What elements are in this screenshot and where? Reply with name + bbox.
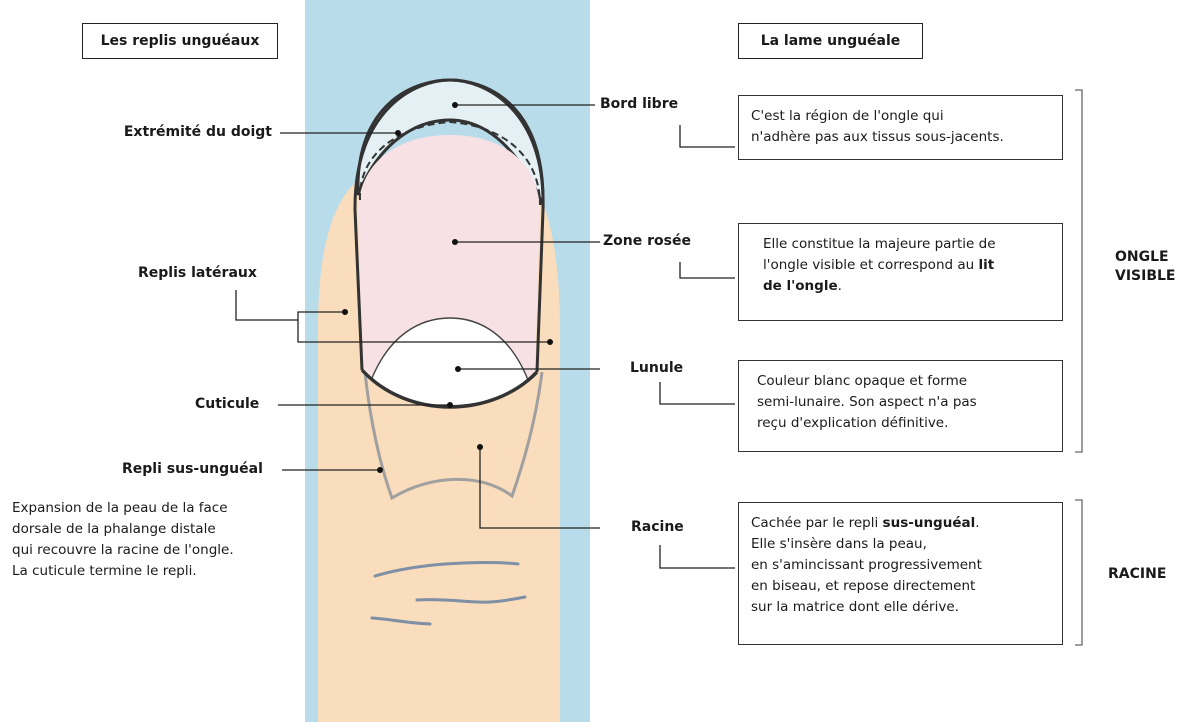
repli-description-line: qui recouvre la racine de l'ongle. bbox=[12, 540, 292, 561]
info-text: reçu d'explication définitive. bbox=[757, 415, 948, 431]
info-box-zone-rosee: Elle constitue la majeure partie de l'ong… bbox=[738, 223, 1063, 321]
section-racine: RACINE bbox=[1108, 565, 1166, 584]
label-cuticule: Cuticule bbox=[195, 396, 259, 412]
label-zone-rosee: Zone rosée bbox=[603, 233, 691, 249]
info-line: Elle constitue la majeure partie de bbox=[763, 234, 1050, 255]
label-repli-sus-ungueal: Repli sus-unguéal bbox=[122, 461, 263, 477]
section-brackets bbox=[1075, 90, 1082, 645]
info-line: en s'amincissant progressivement bbox=[751, 555, 1050, 576]
info-text: Elle s'insère dans la peau, bbox=[751, 536, 927, 552]
header-les-replis: Les replis unguéaux bbox=[82, 23, 278, 59]
info-text: Cachée par le repli bbox=[751, 515, 883, 531]
info-bold-text: sus-unguéal bbox=[883, 515, 976, 531]
label-lunule: Lunule bbox=[630, 360, 683, 376]
info-line: de l'ongle. bbox=[763, 276, 1050, 297]
info-text: n'adhère pas aux tissus sous-jacents. bbox=[751, 129, 1004, 145]
info-line: l'ongle visible et correspond au lit bbox=[763, 255, 1050, 276]
info-line: semi-lunaire. Son aspect n'a pas bbox=[757, 392, 1050, 413]
header-les-replis-text: Les replis unguéaux bbox=[101, 33, 260, 49]
repli-description: Expansion de la peau de la face dorsale … bbox=[12, 498, 292, 582]
info-line: en biseau, et repose directement bbox=[751, 576, 1050, 597]
info-text: Elle constitue la majeure partie de bbox=[763, 236, 996, 252]
info-box-racine: Cachée par le repli sus-unguéal. Elle s'i… bbox=[738, 502, 1063, 645]
label-bord-libre: Bord libre bbox=[600, 96, 678, 112]
info-box-lunule: Couleur blanc opaque et forme semi-lunair… bbox=[738, 360, 1063, 452]
info-line: n'adhère pas aux tissus sous-jacents. bbox=[751, 127, 1050, 148]
info-line: C'est la région de l'ongle qui bbox=[751, 106, 1050, 127]
section-ongle-visible: ONGLE VISIBLE bbox=[1115, 248, 1181, 286]
info-text: semi-lunaire. Son aspect n'a pas bbox=[757, 394, 977, 410]
info-text: Couleur blanc opaque et forme bbox=[757, 373, 967, 389]
info-line: sur la matrice dont elle dérive. bbox=[751, 597, 1050, 618]
header-la-lame-text: La lame unguéale bbox=[761, 33, 901, 49]
info-text: l'ongle visible et correspond au bbox=[763, 257, 978, 273]
info-text: en s'amincissant progressivement bbox=[751, 557, 982, 573]
info-text: sur la matrice dont elle dérive. bbox=[751, 599, 959, 615]
info-line: Elle s'insère dans la peau, bbox=[751, 534, 1050, 555]
info-box-bord-libre: C'est la région de l'ongle qui n'adhère p… bbox=[738, 95, 1063, 160]
repli-description-line: La cuticule termine le repli. bbox=[12, 561, 292, 582]
info-line: Cachée par le repli sus-unguéal. bbox=[751, 513, 1050, 534]
repli-description-line: Expansion de la peau de la face bbox=[12, 498, 292, 519]
info-bold-text: lit bbox=[978, 257, 994, 273]
label-replis-lateraux: Replis latéraux bbox=[138, 265, 257, 281]
info-text: C'est la région de l'ongle qui bbox=[751, 108, 944, 124]
info-bold-text: de l'ongle bbox=[763, 278, 838, 294]
info-text: en biseau, et repose directement bbox=[751, 578, 975, 594]
label-extremite-du-doigt: Extrémité du doigt bbox=[110, 124, 272, 140]
info-line: Couleur blanc opaque et forme bbox=[757, 371, 1050, 392]
label-racine: Racine bbox=[631, 519, 684, 535]
header-la-lame: La lame unguéale bbox=[738, 23, 923, 59]
info-text: . bbox=[838, 278, 842, 294]
repli-description-line: dorsale de la phalange distale bbox=[12, 519, 292, 540]
info-text: . bbox=[975, 515, 979, 531]
info-line: reçu d'explication définitive. bbox=[757, 413, 1050, 434]
